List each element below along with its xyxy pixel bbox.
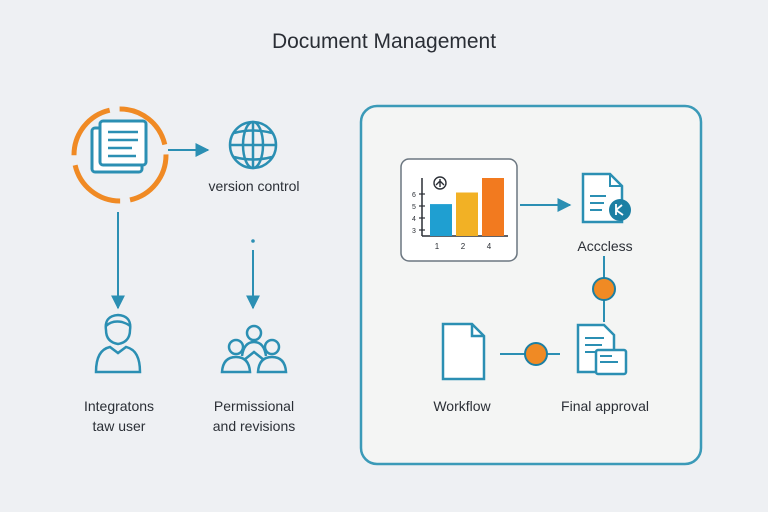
- chart-bar-2: [456, 192, 478, 236]
- integrations-label-line2: taw user: [92, 418, 146, 434]
- chart-y-tick: 3: [412, 228, 416, 235]
- workflow-label: Workflow: [433, 398, 491, 414]
- chart-icon: [433, 176, 447, 190]
- document-icon: [71, 106, 169, 204]
- access-document-icon: [581, 172, 631, 224]
- chart-x-tick: 2: [461, 242, 466, 251]
- page-title: Document Management: [271, 30, 497, 53]
- connector-node-orange-2: [524, 342, 548, 366]
- chart-y-tick: 5: [412, 204, 416, 211]
- connector-node-orange: [592, 277, 616, 301]
- dot-marker: [251, 239, 255, 243]
- chart-y-tick: 4: [412, 216, 416, 223]
- access-label: Acccless: [577, 238, 633, 254]
- chart-x-tick: 1: [435, 242, 440, 251]
- integrations-label-line1: Integratons: [83, 398, 155, 414]
- chart-bar-1: [430, 204, 452, 236]
- permissions-label-line2: and revisions: [212, 418, 296, 434]
- user-icon: [94, 313, 142, 374]
- chart-x-tick: 4: [487, 242, 492, 251]
- chart-y-tick: 6: [412, 192, 416, 199]
- globe-icon: [228, 120, 278, 170]
- chart-bar-4: [482, 178, 504, 236]
- group-users-icon: [220, 324, 288, 374]
- workflow-document-icon: [441, 322, 486, 381]
- permissions-label-line1: Permissional: [213, 398, 295, 414]
- final-approval-icon: [576, 323, 628, 376]
- version-control-label: version control: [208, 178, 300, 194]
- final-approval-label: Final approval: [561, 398, 649, 414]
